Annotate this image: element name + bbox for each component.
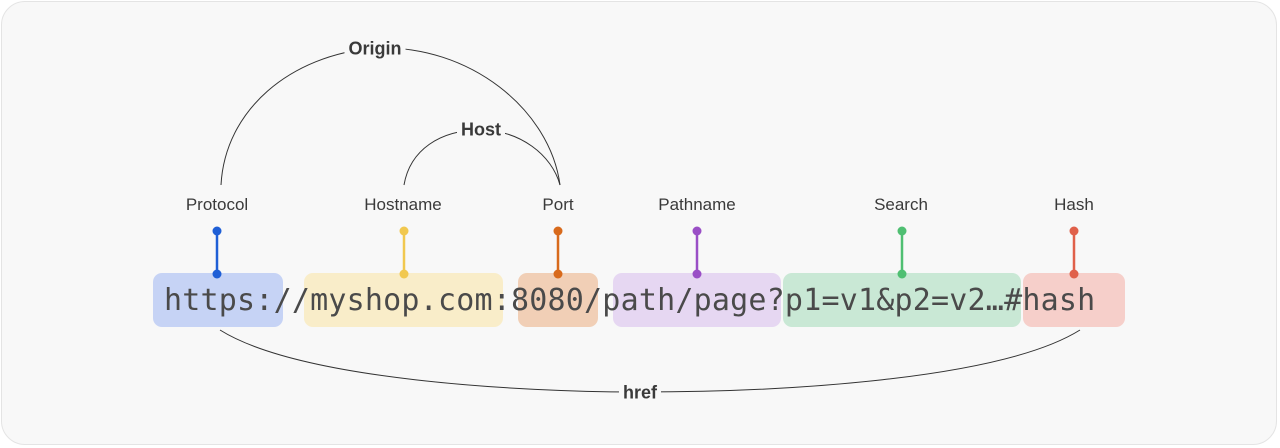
- hash-highlight: [1023, 273, 1125, 327]
- search-highlight: [783, 273, 1021, 327]
- pathname-highlight: [613, 273, 781, 327]
- port-highlight: [518, 273, 598, 327]
- origin-label: Origin: [344, 38, 406, 60]
- search-stem: [897, 226, 907, 279]
- colon-text: :: [492, 283, 511, 318]
- hostname-stem: [399, 226, 409, 279]
- protocol-stem: [212, 226, 222, 279]
- pathname-stem: [692, 226, 702, 279]
- hash-stem: [1069, 226, 1079, 279]
- protocol-label: Protocol: [185, 195, 249, 214]
- pathname-label: Pathname: [658, 195, 736, 214]
- protocol-text: https:: [164, 283, 274, 318]
- hash-text: #hash: [1004, 283, 1096, 318]
- search-label: Search: [874, 195, 928, 214]
- origin-arc: [220, 47, 561, 186]
- url-text: https://myshop.com:8080/path/page?p1=v1&…: [164, 283, 1095, 318]
- hash-label: Hash: [1054, 195, 1094, 214]
- port-label: Port: [542, 195, 574, 214]
- slashes-text: //: [273, 283, 311, 318]
- hostname-highlight: [304, 273, 503, 327]
- search-text: ?p1=v1&p2=v2…: [766, 283, 1005, 318]
- pathname-text: /path/page: [584, 283, 767, 318]
- protocol-highlight: [153, 273, 283, 327]
- port-stem: [553, 226, 563, 279]
- hostname-text: myshop.com: [310, 283, 493, 318]
- port-text: 8080: [511, 283, 585, 318]
- host-label: Host: [457, 119, 505, 141]
- hostname-label: Hostname: [364, 195, 442, 214]
- href-label: href: [618, 382, 662, 404]
